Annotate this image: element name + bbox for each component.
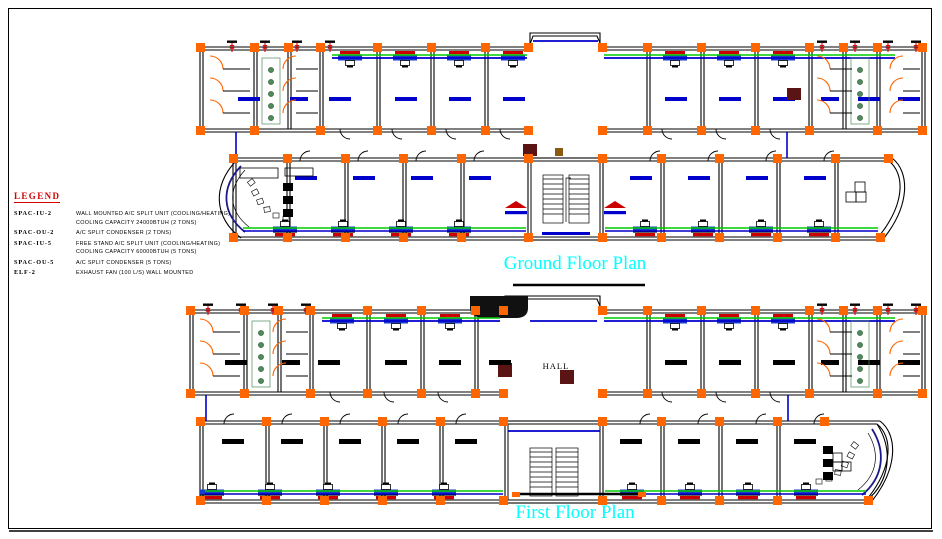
gf-upper-partitions	[253, 50, 881, 129]
ff-walls	[189, 295, 926, 396]
gf-service-boxes	[239, 167, 867, 217]
ff-stair-core	[504, 420, 604, 504]
legend-row: SPAC-IU-2 WALL MOUNTED A/C SPLIT UNIT (C…	[14, 210, 230, 229]
gf-vertical-risers	[235, 132, 788, 160]
legend-description: A/C SPLIT CONDENSER (5 TONS)	[76, 259, 230, 270]
legend-desc-line: EXHAUST FAN (100 L/S) WALL MOUNTED	[76, 270, 194, 276]
gf-pipes-upper	[332, 40, 895, 59]
legend-row: ELF-2 EXHAUST FAN (100 L/S) WALL MOUNTED	[14, 269, 230, 280]
legend-description: A/C SPLIT CONDENSER (2 TONS)	[76, 229, 230, 240]
gf-lower-walls	[232, 157, 906, 241]
legend-row: SPAC-OU-5 A/C SPLIT CONDENSER (5 TONS)	[14, 259, 230, 270]
ff-ac-units-upper	[329, 313, 796, 331]
legend-title: LEGEND	[14, 191, 61, 203]
gf-dark-units	[523, 88, 801, 156]
legend-panel: LEGEND SPAC-IU-2 WALL MOUNTED A/C SPLIT …	[14, 186, 266, 280]
ff-room-doors	[223, 391, 825, 425]
ff-service-boxes	[823, 446, 852, 480]
legend-desc-line: COOLING CAPACITY 24000BTUH (2 TONS)	[76, 219, 197, 226]
legend-desc-line: WALL MOUNTED A/C SPLIT UNIT (COOLING/HEA…	[76, 211, 231, 217]
legend-desc-line: COOLING CAPACITY 60000BTUH (5 TONS)	[76, 249, 197, 255]
ff-upper-partitions	[243, 313, 881, 392]
legend-code: SPAC-IU-2	[14, 210, 52, 217]
ground-floor-plan	[196, 32, 927, 242]
legend-row: SPAC-IU-5 FREE STAND A/C SPLIT UNIT (COO…	[14, 240, 230, 259]
first-floor-plan: HALL	[186, 295, 927, 505]
gf-toilet-block-left	[209, 55, 318, 125]
legend-table: SPAC-IU-2 WALL MOUNTED A/C SPLIT UNIT (C…	[14, 210, 230, 280]
underline-marker-right	[638, 492, 646, 497]
legend-code: SPAC-IU-5	[14, 239, 52, 247]
gf-columns	[196, 43, 927, 242]
gf-room-doors	[299, 128, 835, 162]
gf-toilet-block-right	[816, 55, 920, 125]
room-label-hall: HALL	[543, 361, 570, 371]
gf-walls	[199, 32, 926, 133]
legend-desc-line: A/C SPLIT CONDENSER (5 TONS)	[76, 259, 172, 266]
gf-stair-core	[527, 148, 604, 241]
gf-ac-units-upper	[337, 50, 796, 68]
ground-floor-title: Ground Floor Plan	[503, 253, 647, 274]
legend-description: EXHAUST FAN (100 L/S) WALL MOUNTED	[76, 269, 230, 280]
gf-room-markers	[238, 97, 920, 180]
legend-code: SPAC-OU-2	[14, 229, 55, 236]
legend-desc-line: FREE STAND A/C SPLIT UNIT (COOLING/HEATI…	[76, 240, 221, 247]
ff-pipes-upper	[322, 317, 895, 322]
first-floor-title: First Floor Plan	[515, 502, 635, 523]
legend-code: SPAC-OU-5	[14, 258, 55, 266]
gf-pipes-lower	[243, 227, 878, 232]
legend-description: WALL MOUNTED A/C SPLIT UNIT (COOLING/HEA…	[76, 210, 230, 229]
ff-lower-partitions	[265, 424, 781, 500]
legend-row: SPAC-OU-2 A/C SPLIT CONDENSER (2 TONS)	[14, 229, 230, 240]
ff-toilet-block-right	[816, 318, 920, 388]
legend-description: FREE STAND A/C SPLIT UNIT (COOLING/HEATI…	[76, 240, 230, 259]
ff-columns	[186, 306, 927, 505]
ff-vertical-risers	[205, 395, 789, 421]
underline-marker-left	[512, 492, 520, 497]
legend-code: ELF-2	[14, 269, 36, 276]
gf-stair-side-markers	[505, 201, 626, 215]
gf-curved-seating	[218, 160, 290, 239]
ff-toilet-block-left	[199, 318, 308, 388]
ff-pipes-lower	[205, 490, 866, 495]
ff-lower-walls	[199, 420, 894, 504]
legend-desc-line: A/C SPLIT CONDENSER (2 TONS)	[76, 230, 172, 236]
